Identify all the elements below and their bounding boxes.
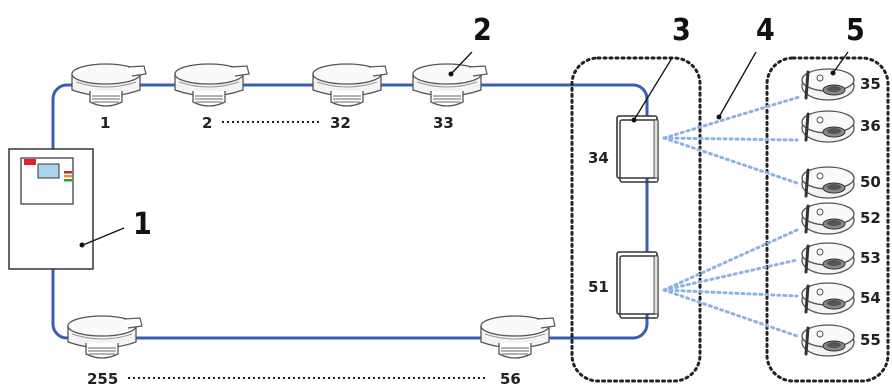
label-expander-34: 34 xyxy=(588,149,609,167)
label-wireless-54: 54 xyxy=(860,289,881,307)
label-wireless-36: 36 xyxy=(860,117,881,135)
wired-detector-255 xyxy=(67,315,143,359)
label-wireless-50: 50 xyxy=(860,173,881,191)
label-detector-56: 56 xyxy=(500,370,521,388)
callout-1: 1 xyxy=(133,207,152,242)
wired-detector-33 xyxy=(412,63,488,107)
wireless-detector-52 xyxy=(800,201,856,236)
wireless-detector-35 xyxy=(800,67,856,102)
wireless-detector-50 xyxy=(800,165,856,200)
label-detector-255: 255 xyxy=(87,370,118,388)
callout-2: 2 xyxy=(473,13,492,48)
expander-34 xyxy=(616,115,659,183)
wired-detector-1 xyxy=(71,63,147,107)
label-wireless-55: 55 xyxy=(860,331,881,349)
callout-5: 5 xyxy=(846,13,865,48)
wired-detector-2 xyxy=(174,63,250,107)
wireless-detector-54 xyxy=(800,281,856,316)
wired-detector-56 xyxy=(480,315,556,359)
callout-4: 4 xyxy=(756,13,775,48)
label-expander-51: 51 xyxy=(588,278,609,296)
wireless-zone xyxy=(765,56,890,383)
expander-51 xyxy=(616,251,659,319)
expander-zone xyxy=(570,56,702,383)
wired-detector-32 xyxy=(312,63,388,107)
label-wireless-52: 52 xyxy=(860,209,881,227)
callout-leaders xyxy=(82,51,849,246)
label-wireless-53: 53 xyxy=(860,249,881,267)
label-wireless-35: 35 xyxy=(860,75,881,93)
wireless-detector-36 xyxy=(800,109,856,144)
callout-3: 3 xyxy=(672,13,691,48)
control-panel xyxy=(8,148,94,270)
label-detector-32: 32 xyxy=(330,114,351,132)
label-detector-1: 1 xyxy=(100,114,110,132)
label-detector-33: 33 xyxy=(433,114,454,132)
wireless-detector-53 xyxy=(800,241,856,276)
wireless-detector-55 xyxy=(800,323,856,358)
radio-links xyxy=(662,95,801,338)
label-detector-2: 2 xyxy=(202,114,212,132)
